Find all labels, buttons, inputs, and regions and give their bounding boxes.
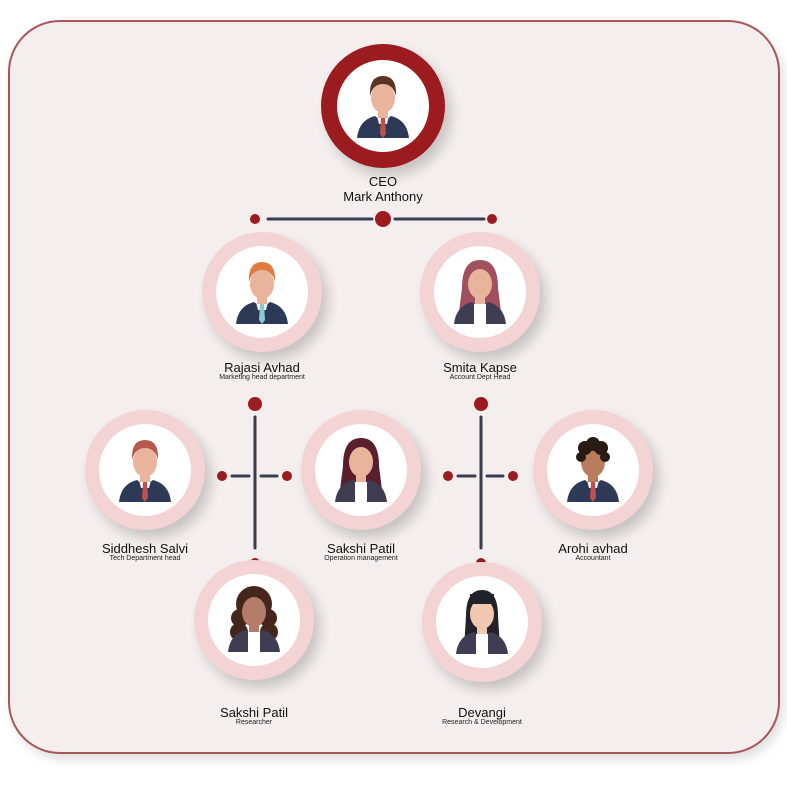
member-name: Smita Kapse	[443, 360, 517, 375]
member-name: Rajasi Avhad	[224, 360, 300, 375]
avatar	[315, 424, 407, 516]
member-name: Siddhesh Salvi	[102, 541, 188, 556]
member-name: Arohi avhad	[558, 541, 628, 556]
avatar	[547, 424, 639, 516]
connector-hub-dot	[248, 397, 262, 411]
ceo-title: CEO	[368, 174, 398, 189]
avatar	[208, 574, 300, 666]
connector-dot	[487, 214, 497, 224]
member-role: Tech Department head	[109, 555, 181, 562]
member-role: Research & Development	[442, 719, 522, 726]
ceo-name: Mark Anthony	[343, 189, 423, 204]
avatar	[99, 424, 191, 516]
member-role: Researcher	[235, 719, 273, 726]
avatar	[436, 576, 528, 668]
avatar	[434, 246, 526, 338]
member-name: Devangi	[458, 705, 506, 720]
connector-dot	[250, 214, 260, 224]
connector-dot	[282, 471, 292, 481]
member-role: Account Dept Head	[449, 374, 511, 381]
connector-hub-dot	[474, 397, 488, 411]
ceo-avatar	[337, 60, 429, 152]
avatar	[216, 246, 308, 338]
connector-dot	[508, 471, 518, 481]
member-name: Sakshi Patil	[327, 541, 395, 556]
connector-dot	[443, 471, 453, 481]
member-name: Sakshi Patil	[220, 705, 288, 720]
member-role: Marketing head department	[219, 374, 305, 381]
member-role: Accountant	[575, 555, 611, 562]
connector-hub-dot	[375, 211, 391, 227]
member-role: Operation management	[324, 555, 398, 562]
connector-dot	[217, 471, 227, 481]
